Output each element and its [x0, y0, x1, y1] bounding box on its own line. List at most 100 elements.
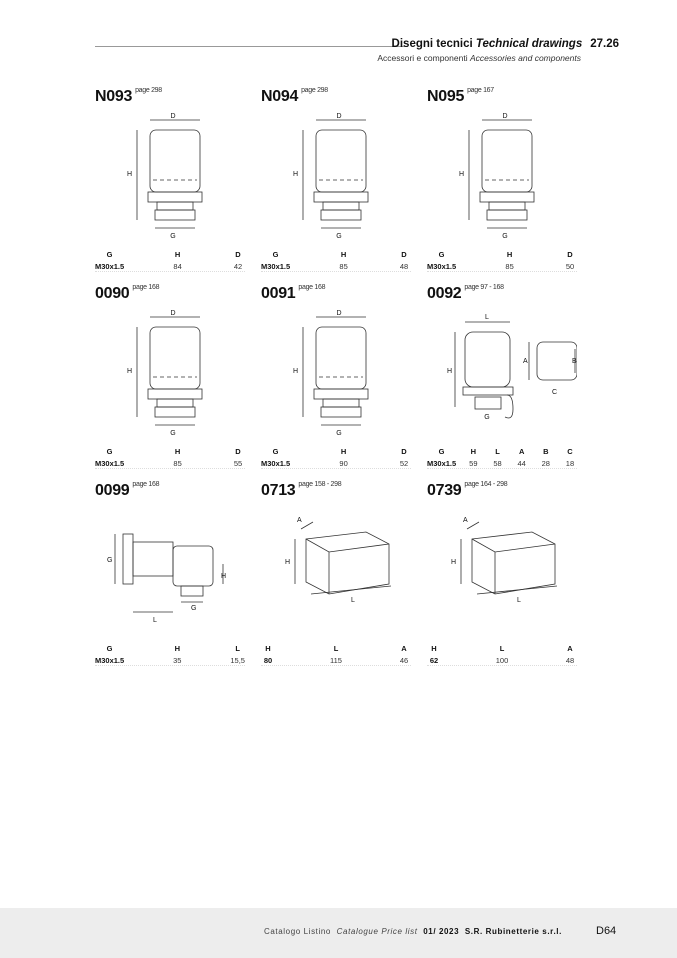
dimension-header: H	[265, 644, 271, 653]
dimension-header: L	[495, 447, 500, 456]
dimension-value: 15,5	[230, 656, 245, 665]
svg-text:L: L	[485, 314, 489, 321]
page-reference: page 97 - 168	[464, 284, 504, 291]
dimension-value: 90	[339, 459, 348, 468]
svg-text:B: B	[572, 358, 577, 365]
dimension-G: G M30x1.5	[427, 250, 456, 271]
svg-text:H: H	[293, 368, 298, 375]
dimension-H: H 59	[466, 447, 480, 468]
technical-drawing-head: D H G	[271, 307, 411, 437]
dimension-header: L	[499, 644, 505, 653]
product-code-text: 0092	[427, 285, 462, 302]
svg-text:G: G	[170, 430, 175, 437]
dimension-header: H	[470, 447, 477, 456]
dimension-L: L 15,5	[230, 644, 245, 665]
dimension-value: 48	[399, 262, 409, 271]
dimension-value: 48	[565, 656, 575, 665]
svg-text:D: D	[170, 310, 175, 317]
dimension-value: 58	[493, 459, 502, 468]
dimension-G: G M30x1.5	[261, 447, 290, 468]
dimension-value: 59	[469, 459, 478, 468]
dimension-value: M30x1.5	[95, 459, 125, 468]
product-code-text: 0739	[427, 482, 462, 499]
page-reference: page 167	[467, 87, 494, 94]
dimension-header: L	[235, 644, 240, 653]
footer-bar	[0, 908, 677, 958]
svg-text:H: H	[127, 368, 132, 375]
svg-text:H: H	[221, 573, 226, 580]
dimension-value: 84	[173, 262, 182, 271]
page-reference: page 168	[132, 284, 160, 291]
dimension-value: 42	[233, 262, 243, 271]
dimension-value: 18	[565, 459, 575, 468]
dimension-value: 44	[517, 459, 526, 468]
dimension-header: D	[235, 447, 241, 456]
dimension-value: M30x1.5	[427, 262, 457, 271]
page-reference: page 298	[135, 87, 162, 94]
svg-text:G: G	[336, 430, 341, 437]
svg-text:H: H	[451, 559, 456, 566]
dimension-value: M30x1.5	[261, 459, 291, 468]
dimension-value: 35	[173, 656, 182, 665]
svg-text:L: L	[351, 597, 355, 604]
page-subtitle: Accessori e componenti Accessories and c…	[377, 53, 581, 63]
dimension-header: H	[506, 250, 513, 259]
dimension-L: L 58	[491, 447, 505, 468]
dimension-value: 28	[541, 459, 550, 468]
dimension-header: A	[518, 447, 525, 456]
header-rule	[95, 46, 408, 47]
dimension-header: H	[340, 447, 347, 456]
dimension-header: G	[438, 250, 445, 259]
dimension-header: G	[272, 250, 279, 259]
product-code-text: 0713	[261, 482, 296, 499]
dimension-value: 85	[339, 262, 348, 271]
svg-text:H: H	[285, 559, 290, 566]
dimension-header: H	[431, 644, 437, 653]
dimension-value: 52	[399, 459, 409, 468]
dimension-header: G	[272, 447, 279, 456]
svg-text:D: D	[336, 310, 341, 317]
dimension-header: C	[567, 447, 573, 456]
dimension-header: G	[106, 250, 113, 259]
dimension-header: D	[401, 250, 407, 259]
svg-text:L: L	[153, 617, 157, 624]
svg-text:H: H	[293, 171, 298, 178]
svg-text:L: L	[517, 597, 521, 604]
svg-text:H: H	[447, 368, 452, 375]
dimension-header: H	[174, 644, 180, 653]
svg-text:D: D	[336, 113, 341, 120]
svg-text:A: A	[523, 358, 528, 365]
